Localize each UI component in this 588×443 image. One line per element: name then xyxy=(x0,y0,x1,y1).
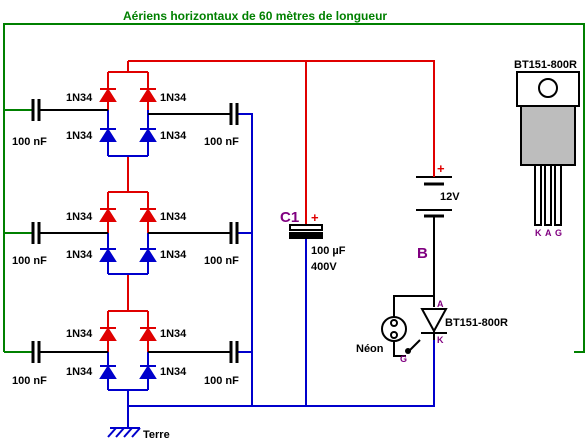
diode-label: 1N34 xyxy=(160,92,187,104)
package-pin-g: G xyxy=(555,228,562,238)
point-b-label: B xyxy=(417,245,428,262)
diode-label: 1N34 xyxy=(66,249,93,261)
diodes-blue xyxy=(99,128,157,379)
thyristor-pin-g: G xyxy=(400,354,407,364)
diodes-red xyxy=(99,88,157,341)
capacitor-label: 100 nF xyxy=(204,255,239,267)
battery-12v xyxy=(416,162,452,218)
capacitor-label: 100 nF xyxy=(12,375,47,387)
thyristor-pin-k: K xyxy=(437,335,444,345)
battery-voltage: 12V xyxy=(440,191,460,203)
right-capacitors xyxy=(229,103,239,363)
signal-wires xyxy=(39,109,435,357)
diode-label: 1N34 xyxy=(66,328,93,340)
capacitor-label: 100 nF xyxy=(204,136,239,148)
antenna-wires xyxy=(3,23,585,353)
gate-junction-dot xyxy=(405,348,411,354)
package-part-label: BT151-800R xyxy=(514,59,577,71)
thyristor-pin-a: A xyxy=(437,299,444,309)
neon-label: Néon xyxy=(356,343,384,355)
c1-plus: + xyxy=(311,210,319,225)
diode-label: 1N34 xyxy=(160,249,187,261)
diode-label: 1N34 xyxy=(66,130,93,142)
capacitor-label: 100 nF xyxy=(12,255,47,267)
c1-name: C1 xyxy=(280,209,299,226)
diode-label: 1N34 xyxy=(66,211,93,223)
diode-label: 1N34 xyxy=(66,92,93,104)
diode-label: 1N34 xyxy=(160,328,187,340)
c1-voltage: 400V xyxy=(311,261,337,273)
ground-label: Terre xyxy=(143,429,170,441)
neon-lamp xyxy=(381,316,407,342)
to220-package-icon xyxy=(516,71,580,226)
left-capacitors xyxy=(31,99,41,363)
thyristor-symbol xyxy=(420,308,448,340)
thyristor-part-label: BT151-800R xyxy=(445,317,508,329)
capacitor-label: 100 nF xyxy=(12,136,47,148)
diode-label: 1N34 xyxy=(160,211,187,223)
package-pin-k: K xyxy=(535,228,542,238)
capacitor-label: 100 nF xyxy=(204,375,239,387)
diagram-title: Aériens horizontaux de 60 mètres de long… xyxy=(123,9,387,23)
battery-plus: + xyxy=(437,161,445,176)
ground-icon xyxy=(107,427,141,438)
c1-capacitor xyxy=(289,224,323,239)
positive-rail xyxy=(107,60,435,352)
diode-label: 1N34 xyxy=(160,130,187,142)
diode-label: 1N34 xyxy=(160,366,187,378)
c1-value: 100 µF xyxy=(311,245,346,257)
diode-label: 1N34 xyxy=(66,366,93,378)
package-pin-a: A xyxy=(545,228,552,238)
negative-rail xyxy=(107,110,435,428)
